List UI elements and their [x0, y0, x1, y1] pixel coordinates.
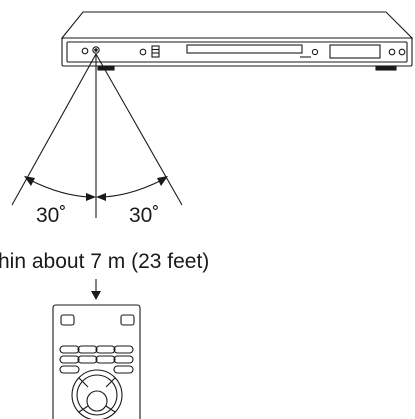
- remote-top-right-button: [120, 314, 135, 326]
- button-icon: [398, 48, 406, 56]
- down-arrow-icon: [91, 279, 101, 300]
- power-button-icon: [81, 47, 89, 55]
- remote-sensor-icon: [92, 46, 100, 54]
- front-display: [329, 44, 381, 59]
- remote-control: [52, 304, 141, 419]
- eject-button-icon: [311, 48, 319, 56]
- remote-top-left-button: [60, 314, 75, 326]
- dvd-player: [60, 11, 414, 71]
- distance-label: hin about 7 m (23 feet): [0, 250, 209, 273]
- remote-dpad-icon: [71, 369, 123, 419]
- play-stop-buttons-icon: [151, 45, 160, 58]
- button-icon: [388, 48, 396, 56]
- remote-enter-button-icon: [86, 390, 108, 412]
- open-close-button-icon: [139, 48, 147, 56]
- angle-arcs: [24, 176, 168, 201]
- angle-label-left: 30˚: [36, 204, 66, 227]
- reception-range-lines: [11, 53, 183, 218]
- angle-label-right: 30˚: [129, 204, 159, 227]
- disc-tray: [186, 44, 303, 54]
